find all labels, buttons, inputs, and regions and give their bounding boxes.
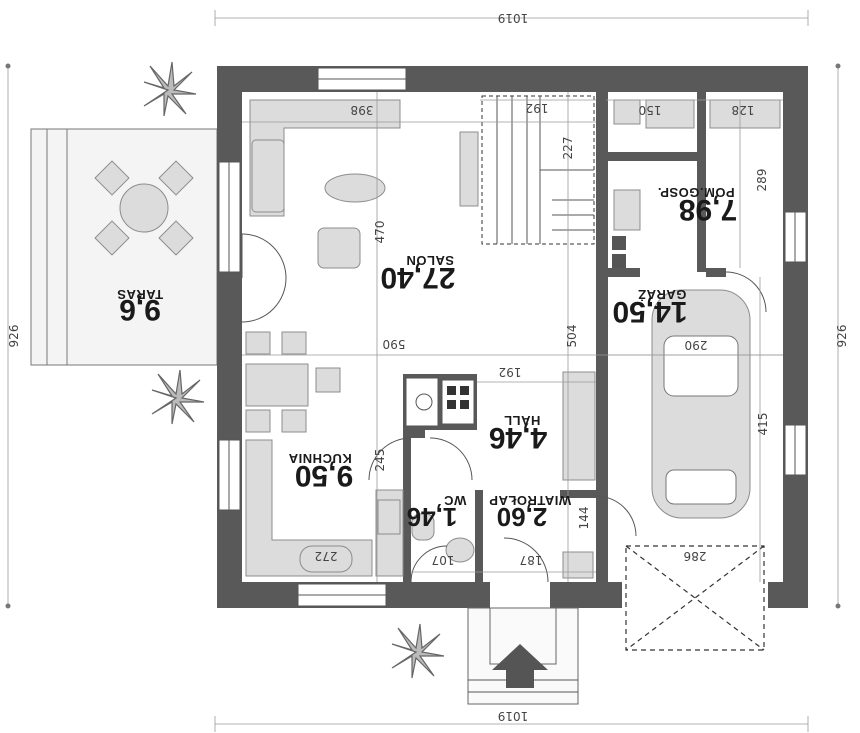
room-name-garaz: GARAŻ: [638, 287, 687, 302]
dim-pom-depth: 289: [755, 169, 769, 192]
garage-door-outline: [625, 545, 765, 651]
dim-hall-width: 192: [499, 365, 522, 379]
room-labels: TARAS 9,6 SALON 27,40 KUCHNIA 9,50 HALL …: [117, 185, 737, 532]
room-name-wc: WC: [444, 493, 467, 508]
dimension-lines: [5, 10, 841, 732]
dim-salon-top: 398: [351, 103, 374, 117]
dim-overall-left: 926: [7, 325, 21, 348]
dim-kitchen-door: 245: [373, 449, 387, 472]
room-area-hall: 4,46: [489, 421, 547, 454]
room-area-garaz: 14,50: [612, 295, 687, 328]
room-area-salon: 27,40: [380, 261, 455, 294]
room-name-kuchnia: KUCHNIA: [288, 451, 352, 466]
dim-pom-top-left: 150: [639, 103, 662, 117]
room-name-pomgosp: POM.GOSP.: [657, 185, 734, 200]
room-area-kuchnia: 9,50: [295, 459, 353, 492]
room-name-salon: SALON: [406, 253, 454, 268]
dim-stair-top: 192: [526, 101, 549, 115]
dim-salon-depth: 470: [373, 221, 387, 244]
dim-stair-side: 227: [561, 137, 575, 160]
dim-overall-bottom: 1019: [498, 709, 529, 723]
dim-pom-top-right: 128: [732, 103, 755, 117]
dim-garage-depth: 415: [756, 413, 770, 436]
room-area-wc: 1,46: [407, 502, 458, 532]
dim-kitchen-bottom: 272: [315, 549, 338, 563]
exterior-walls: [217, 66, 808, 608]
staircase: [481, 95, 595, 245]
room-area-pomgosp: 7,98: [679, 193, 737, 226]
dim-garage-width: 290: [685, 338, 708, 352]
room-name-taras: TARAS: [117, 287, 163, 302]
plant-icon: [143, 61, 445, 679]
car-icon: [651, 289, 751, 519]
entrance-steps: [467, 607, 579, 705]
dim-garage-door: 286: [684, 549, 707, 563]
dim-wc-width: 107: [432, 553, 455, 567]
dim-overall-right: 926: [835, 325, 849, 348]
room-area-wiatrolap: 2,60: [497, 502, 548, 532]
salon-furniture: [245, 99, 479, 433]
interior-guides: [242, 92, 783, 582]
room-name-hall: HALL: [504, 413, 541, 428]
dim-overall-top: 1019: [498, 11, 529, 25]
dim-wiatrolap-small: 144: [577, 507, 591, 530]
wc-fixtures: [411, 513, 475, 563]
dim-salon-mid: 590: [383, 337, 406, 351]
terrace: [30, 128, 218, 366]
dimension-labels: 1019 1019 926 926 398 192 150 128 227 47…: [7, 11, 849, 723]
room-name-wiatrolap: WIATROŁAP: [489, 493, 571, 508]
room-area-taras: 9,6: [119, 293, 161, 326]
entrance-arrow-icon: [492, 644, 548, 688]
dim-hall-depth: 504: [565, 325, 579, 348]
dim-wiatrolap-width: 187: [520, 553, 543, 567]
door-swings: [241, 233, 767, 583]
kitchen-furniture: [245, 377, 475, 577]
